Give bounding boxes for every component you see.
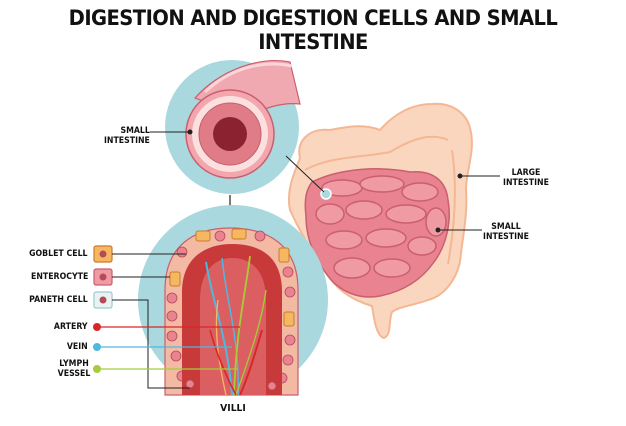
label-goblet-cell: GOBLET CELL xyxy=(29,249,88,259)
label-vein: VEIN xyxy=(67,342,88,352)
goblet-cell-icon xyxy=(93,245,113,263)
villus-detail xyxy=(138,205,328,396)
label-small-intestine-right: SMALL INTESTINE xyxy=(483,222,529,242)
label-small-intestine-top: SMALL INTESTINE xyxy=(104,126,150,146)
label-artery: ARTERY xyxy=(54,322,88,332)
enterocyte-icon xyxy=(93,268,113,286)
label-paneth-cell: PANETH CELL xyxy=(29,295,88,305)
label-lymph-vessel: LYMPH VESSEL xyxy=(57,359,91,379)
page-title: DIGESTION AND DIGESTION CELLS AND SMALL … xyxy=(68,6,558,54)
leader-lines xyxy=(112,131,500,389)
paneth-cell-icon xyxy=(93,291,113,309)
vein-dot-icon xyxy=(93,343,101,351)
label-enterocyte: ENTEROCYTE xyxy=(30,272,88,282)
artery-dot-icon xyxy=(93,323,101,331)
small-intestine-illustration xyxy=(304,168,450,298)
label-villi: VILLI xyxy=(220,403,246,414)
label-large-intestine: LARGE INTESTINE xyxy=(503,168,549,188)
small-intestine-cross-section xyxy=(165,60,301,194)
lymph-vessel-dot-icon xyxy=(93,365,101,373)
